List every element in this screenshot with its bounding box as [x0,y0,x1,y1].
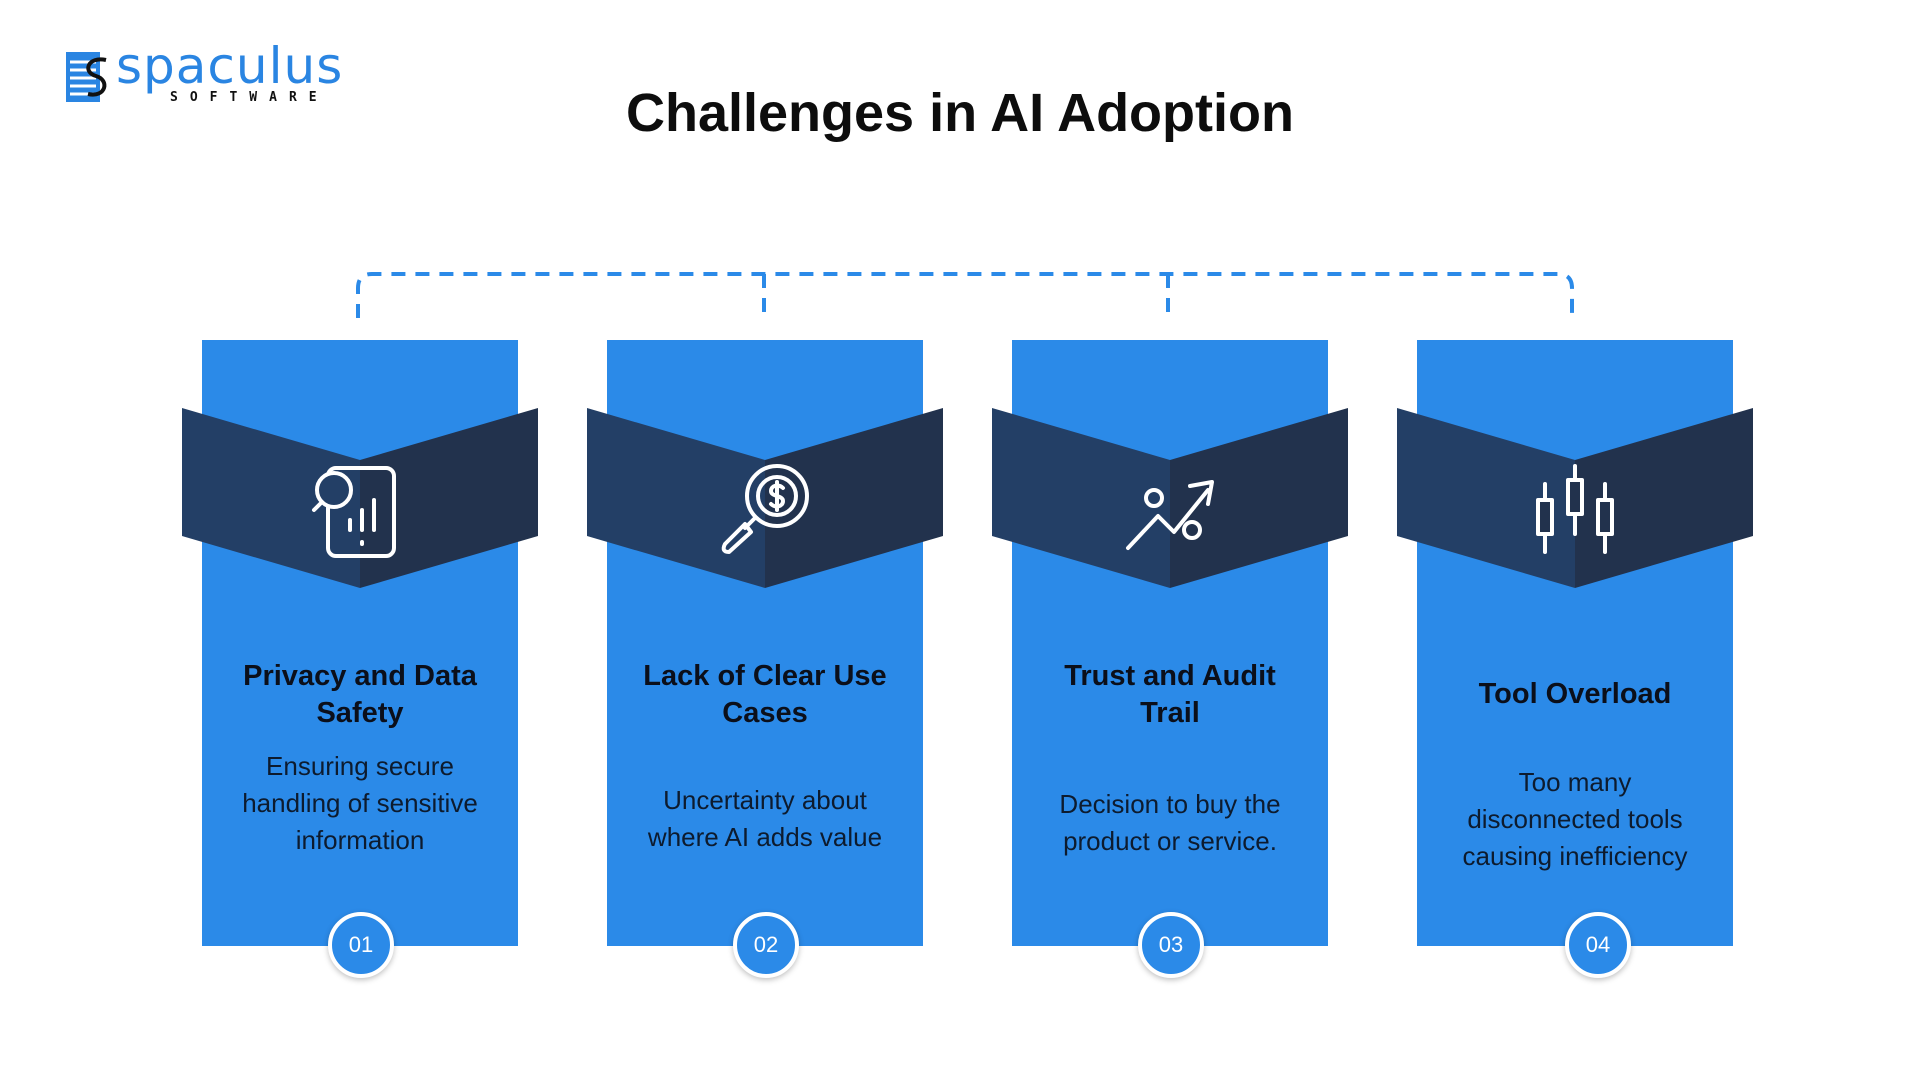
brand-subtitle: SOFTWARE [170,90,329,105]
brand-name: spaculus [116,37,344,95]
magnifier-dollar-icon [721,464,809,554]
page-title: Challenges in AI Adoption [626,83,1294,143]
card-number-badge: 01 [328,912,394,978]
candlestick-chart-icon [1536,464,1614,554]
challenge-card-4: Tool Overload Too many disconnected tool… [1397,340,1753,978]
card-description: Too many disconnected tools causing inef… [1462,767,1688,871]
card-title: Tool Overload [1478,678,1672,710]
card-title: Trust and Audit Trail [1064,660,1276,729]
card-banner [992,408,1348,588]
challenge-card-3: Trust and Audit Trail Decision to buy th… [992,340,1348,978]
card-title: Privacy and Data Safety [243,660,477,729]
spaculus-logo-icon [66,52,107,102]
card-description: Decision to buy the product or service. [1059,789,1281,856]
card-title: Lack of Clear Use Cases [643,660,887,729]
card-banner [1397,408,1753,588]
trend-up-arrow-icon [1126,480,1214,550]
card-banner [182,408,538,588]
brand-logo: spaculus SOFTWARE [66,38,342,108]
document-search-chart-icon [312,466,396,558]
challenge-card-2: Lack of Clear Use Cases Uncertainty abou… [587,340,943,978]
card-banner [587,408,943,588]
card-description: Uncertainty about where AI adds value [647,785,883,852]
card-description: Ensuring secure handling of sensitive in… [242,751,478,855]
challenge-card-1: Privacy and Data Safety Ensuring secure … [182,340,538,978]
card-number-badge: 04 [1565,912,1631,978]
card-number-badge: 02 [733,912,799,978]
card-number-badge: 03 [1138,912,1204,978]
